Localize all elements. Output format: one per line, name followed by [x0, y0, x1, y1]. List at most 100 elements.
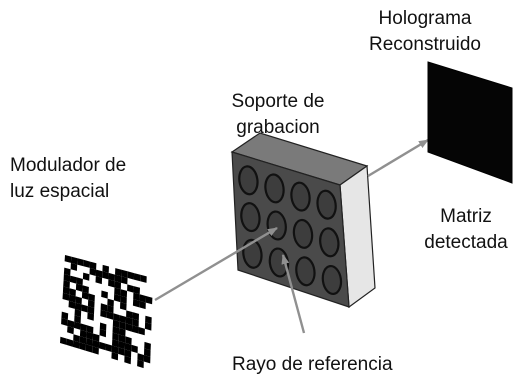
slm-pixel: [125, 323, 133, 332]
slm-pixel: [79, 342, 86, 351]
hologram-cells: [238, 165, 343, 296]
spatial-light-modulator-label-line2: luz espacial: [10, 181, 110, 202]
slm-pixel: [86, 325, 94, 334]
slm-pixel: [92, 339, 100, 349]
slm-pixel: [99, 328, 107, 338]
slm-pixel: [62, 292, 70, 301]
slm-pixel: [79, 329, 87, 338]
slm-pixel: [118, 340, 126, 350]
slm-pixel: [115, 268, 122, 277]
slm-pixel: [112, 319, 120, 328]
slm-pixel: [82, 272, 90, 281]
slm-pixel: [100, 303, 108, 312]
slm-pixel: [95, 269, 103, 278]
slm-pixel: [67, 326, 74, 335]
slm-pixel: [68, 294, 76, 303]
slm-pixel: [72, 340, 80, 349]
hologram-cell: [316, 189, 337, 220]
slm-pixel: [139, 294, 146, 303]
slm-pixel: [79, 336, 87, 345]
signal-beam-arrow: [154, 226, 278, 302]
slm-pixel: [132, 312, 139, 321]
slm-pixel: [102, 264, 109, 273]
slm-pixel: [86, 331, 94, 340]
recording-medium-label-line1: Soporte de: [231, 91, 325, 112]
detected-matrix-label-line2: detectada: [424, 232, 508, 253]
slm-pixel: [74, 302, 82, 311]
slm-pixel: [118, 328, 126, 337]
slm-pixel: [69, 275, 77, 284]
slm-pixel: [118, 347, 125, 356]
slm-pixel: [81, 304, 88, 313]
slm-pixel: [107, 298, 114, 307]
slm-pixel: [87, 306, 95, 315]
detected-matrix-label: Matriz detectada: [418, 204, 514, 256]
slm-pixel: [112, 332, 119, 341]
slm-pixel: [112, 326, 120, 335]
slm-pixel: [121, 276, 128, 285]
slm-pixel: [131, 344, 138, 354]
slm-pixel: [119, 321, 126, 330]
slm-pixel: [114, 281, 121, 290]
slm-pixel: [106, 311, 114, 320]
slm-pixel: [145, 296, 153, 305]
slm-pixel: [127, 284, 134, 293]
slm-pixel: [77, 258, 84, 267]
reconstructed-hologram-label-line1: Holograma: [378, 8, 472, 29]
slm-pixel: [139, 300, 146, 310]
slm-pixel: [73, 334, 80, 343]
slm-pixel: [144, 341, 151, 351]
slm-pixel: [114, 287, 121, 296]
slm-pixel: [63, 280, 70, 289]
slm-pixel: [132, 318, 139, 327]
slm-pixel: [73, 321, 81, 330]
slm-pixel: [127, 271, 135, 280]
slm-pixel: [118, 334, 126, 343]
slm-pixel: [67, 319, 75, 328]
slm-pixel: [74, 315, 81, 324]
slm-pixel: [89, 261, 97, 270]
slm-pixel: [69, 288, 76, 297]
slm-pixel: [95, 276, 103, 285]
hologram-cell: [240, 202, 261, 233]
reconstructed-hologram-label: Holograma Reconstruido: [360, 6, 490, 58]
slm-pixel: [124, 342, 132, 352]
slm-pixel: [81, 291, 89, 300]
slm-pixel: [102, 271, 109, 280]
slm-pixel: [99, 322, 107, 331]
slm-pixel: [86, 338, 93, 347]
slm-pixel: [137, 353, 144, 362]
slm-pixel: [125, 336, 132, 345]
slm-pixel: [108, 272, 115, 281]
detected-matrix-label-line1: Matriz: [440, 206, 492, 227]
slm-pixel: [126, 310, 133, 319]
slm-pixel: [137, 359, 144, 369]
slm-pixel: [62, 286, 70, 295]
reconstructed-hologram-label-line2: Reconstruido: [369, 34, 481, 55]
slm-pixel: [145, 315, 152, 324]
hologram-cell: [290, 181, 311, 212]
slm-pixel: [101, 290, 108, 299]
slm-pixel: [138, 327, 145, 336]
slm-pixel: [124, 355, 131, 365]
hologram-cell: [238, 165, 259, 196]
hologram-cell: [295, 256, 316, 287]
slm-pixel: [105, 343, 112, 352]
hologram-cell: [264, 173, 285, 204]
slm-pixel: [64, 255, 72, 263]
slm-pixel: [87, 299, 95, 308]
slm-pixel: [63, 267, 71, 276]
slm-pixel: [74, 308, 82, 318]
slm-pixel: [92, 346, 99, 355]
slm-pixel: [68, 300, 76, 309]
slm-pixel: [60, 336, 67, 345]
slm-pixel: [85, 344, 93, 353]
slm-pixel: [75, 296, 82, 305]
slm-pixel: [82, 285, 89, 294]
detector-matrix: [427, 61, 513, 184]
slm-pixel: [66, 338, 74, 347]
reconstructed-beam-arrow: [367, 138, 429, 178]
spatial-light-modulator: [60, 255, 153, 370]
